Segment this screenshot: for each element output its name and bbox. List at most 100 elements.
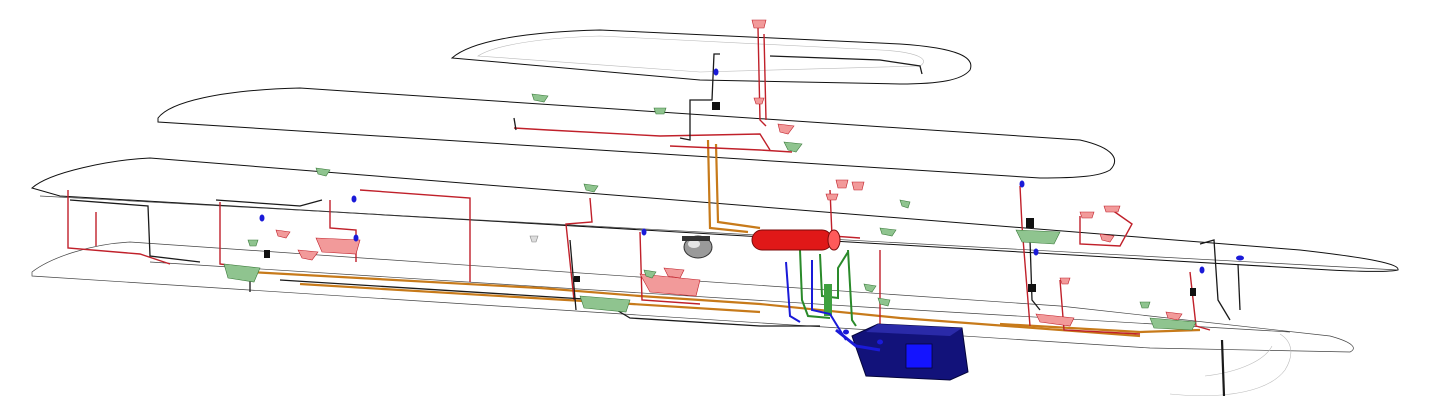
gray-fixture — [529, 235, 539, 243]
green-sink-fixture — [879, 227, 897, 237]
drain-upper-1 — [513, 117, 517, 131]
red-line-upper — [513, 127, 771, 151]
floor-drain — [1019, 180, 1025, 188]
valve-block-stern — [1190, 288, 1196, 296]
blue-line-1 — [785, 261, 801, 323]
floor-drain — [353, 234, 359, 242]
floor-drain — [1199, 266, 1205, 274]
floor-drain — [351, 195, 357, 203]
blue-lines — [785, 260, 847, 341]
holding-tank-inlet — [835, 328, 881, 352]
red-line-aft-3 — [1019, 185, 1031, 327]
drain-fore-1 — [69, 199, 201, 263]
green-sink-fixture — [899, 199, 911, 209]
hot-water-heater-cap — [827, 229, 841, 251]
red-line-fore-1 — [67, 190, 171, 265]
drain-stern-2 — [1237, 263, 1241, 311]
valve-block-upper — [712, 102, 720, 110]
floor-drain — [877, 339, 883, 345]
green-shower-fixture — [1015, 229, 1061, 245]
green-sink-fixture — [531, 93, 549, 103]
sink-fixture — [751, 19, 767, 29]
bridge-deck-outline — [157, 87, 1115, 179]
sink-fixture — [663, 267, 685, 279]
shower-fixture — [1035, 313, 1075, 327]
sink-fixture — [835, 179, 849, 189]
pressure-tank-highlight — [688, 240, 700, 248]
holding-tank-top — [866, 324, 962, 336]
red-riser-top-b — [763, 33, 767, 121]
orange-riser-center — [706, 139, 749, 234]
red-line-upper-2 — [669, 145, 793, 153]
fixtures — [223, 19, 1244, 345]
green-riser — [847, 249, 857, 327]
sun-deck-outline — [450, 29, 972, 85]
drain-upper-center — [679, 53, 720, 141]
deck-outlines — [30, 29, 1399, 396]
sink-fixture — [1165, 311, 1183, 321]
green-loop-1 — [799, 249, 831, 319]
floor-drain — [713, 68, 719, 76]
hot-water-heater — [751, 229, 841, 251]
green-sink-fixture — [877, 297, 891, 307]
red-line-aft-4 — [1079, 209, 1133, 247]
green-sink-fixture — [1139, 301, 1151, 309]
keel-curve — [1169, 333, 1292, 396]
green-loop-2 — [819, 251, 849, 300]
holding-tank — [835, 323, 969, 381]
green-sink-fixture — [653, 107, 667, 115]
floor-drain — [843, 329, 849, 335]
main-deck-lower-line — [39, 195, 1399, 271]
hot-water-heater-body — [751, 229, 833, 251]
pressure-tank — [682, 235, 713, 259]
valve-block-aft — [1028, 284, 1036, 292]
holding-tank-panel — [905, 343, 933, 369]
green-lines — [799, 249, 857, 327]
green-sink-fixture — [643, 269, 657, 279]
red-line-mid-1 — [565, 197, 593, 301]
sink-fixture — [1103, 205, 1121, 213]
stern-outlet — [1220, 339, 1226, 397]
drain-fore-2 — [215, 199, 323, 207]
green-shower-fixture — [223, 263, 261, 283]
green-sink-fixture — [783, 141, 803, 153]
sink-fixture — [1099, 233, 1115, 243]
blue-line-2 — [811, 260, 847, 341]
valve-block-fore — [264, 250, 270, 258]
green-sink-fixture — [583, 183, 599, 193]
sink-fixture — [753, 97, 765, 105]
lower-deck-line-2 — [149, 261, 1291, 333]
drain-lines — [69, 53, 1241, 397]
manifold-block-aft — [1026, 218, 1034, 228]
main-deck-outline — [30, 157, 1399, 272]
sink-fixture — [275, 229, 291, 239]
drain-upper-right — [769, 55, 923, 75]
floor-drain — [641, 228, 647, 236]
equipment — [264, 102, 1196, 381]
green-sink-fixture — [863, 283, 877, 293]
sink-fixture — [777, 123, 795, 135]
orange-aft-run — [999, 322, 1201, 334]
drain-stern-1 — [1199, 239, 1231, 321]
red-line-fore-5 — [359, 189, 471, 282]
sun-deck-inner-outline — [477, 35, 924, 73]
sink-fixture — [825, 193, 839, 201]
red-riser-top — [757, 27, 767, 127]
red-line-fore-3 — [219, 202, 251, 269]
red-supply-lines — [67, 27, 1211, 335]
drain-run-lower — [279, 279, 820, 327]
floor-drain — [1033, 248, 1039, 256]
green-sink-fixture — [247, 239, 259, 247]
green-shower-fixture — [579, 295, 631, 313]
lower-deck-outline — [31, 241, 1354, 353]
orange-supply-lines — [249, 139, 1201, 338]
green-filter-canister — [824, 284, 832, 316]
red-line-aft-5 — [1059, 279, 1141, 335]
floor-drain — [1236, 255, 1244, 261]
sink-fixture — [297, 249, 319, 261]
orange-main-run — [249, 270, 1141, 338]
red-line-mid-2 — [639, 231, 701, 305]
keel-curve-2 — [1204, 345, 1273, 377]
sink-fixture — [851, 181, 865, 191]
